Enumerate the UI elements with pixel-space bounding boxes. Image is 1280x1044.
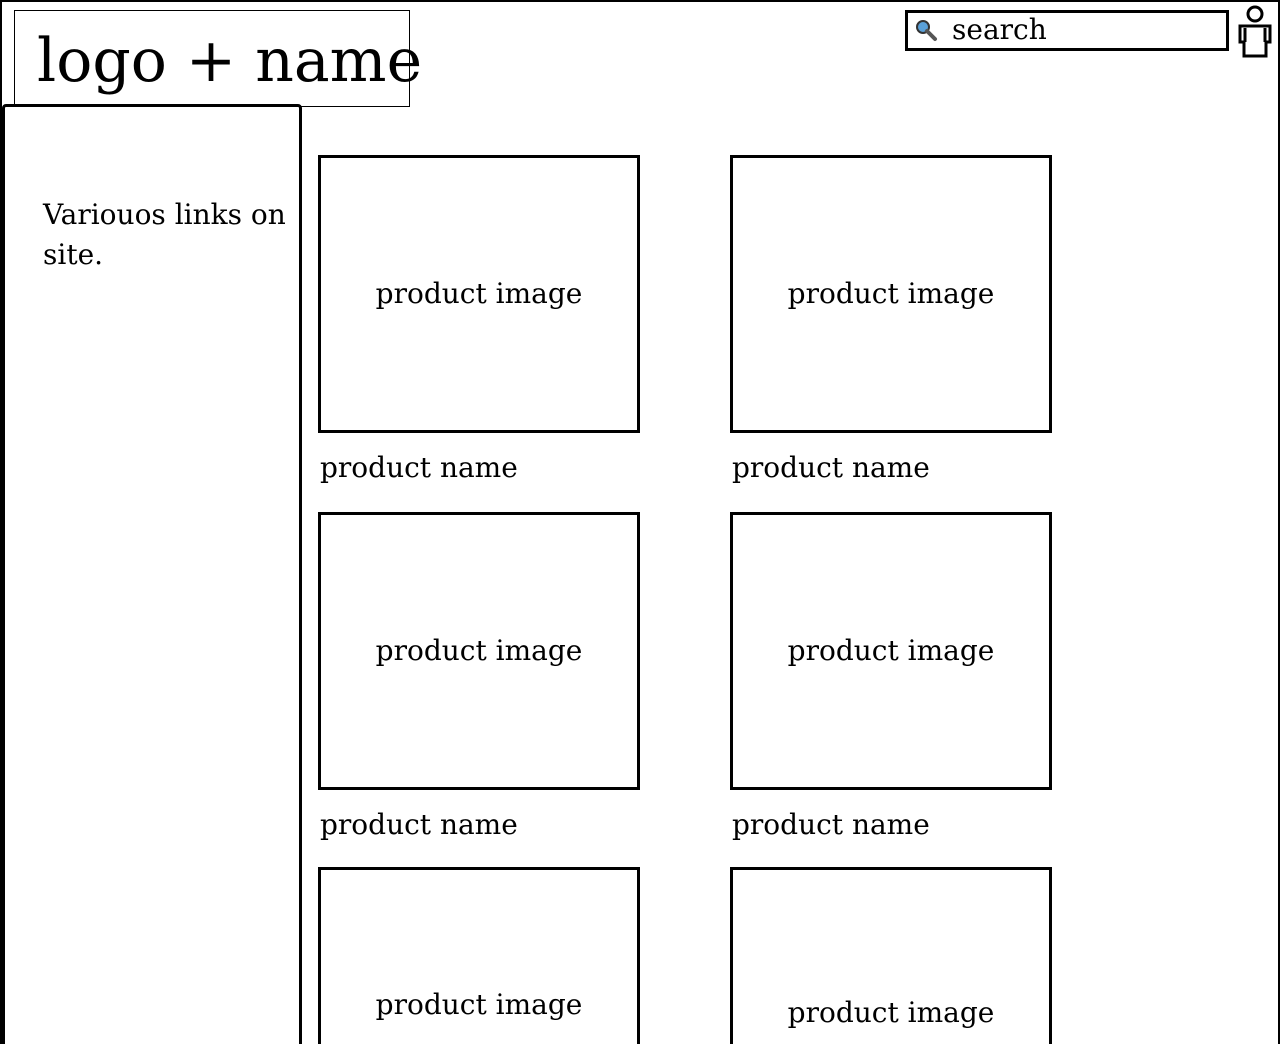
search-bar[interactable]: search xyxy=(905,10,1229,51)
search-input[interactable]: search xyxy=(952,13,1047,46)
product-card[interactable]: product image product name xyxy=(318,512,640,841)
product-image-label: product image xyxy=(787,277,995,310)
product-name[interactable]: product name xyxy=(320,808,518,841)
logo[interactable]: logo + name xyxy=(14,10,422,107)
product-image-label: product image xyxy=(787,634,995,667)
product-image-label: product image xyxy=(375,634,583,667)
user-icon[interactable] xyxy=(1232,4,1278,58)
product-image[interactable]: product image xyxy=(318,867,640,1044)
product-image-label: product image xyxy=(375,277,583,310)
product-image-label: product image xyxy=(375,988,583,1021)
logo-text: logo + name xyxy=(37,26,423,96)
product-image[interactable]: product image xyxy=(730,867,1052,1044)
product-card[interactable]: product image xyxy=(318,867,640,1044)
product-name[interactable]: product name xyxy=(320,451,518,484)
product-card[interactable]: product image product name xyxy=(318,155,640,484)
product-image[interactable]: product image xyxy=(730,155,1052,433)
product-name[interactable]: product name xyxy=(732,451,930,484)
product-card[interactable]: product image xyxy=(730,867,1052,1044)
product-image[interactable]: product image xyxy=(318,512,640,790)
product-name[interactable]: product name xyxy=(732,808,930,841)
product-image[interactable]: product image xyxy=(318,155,640,433)
sidebar: Variouos links on site. xyxy=(2,104,302,1044)
product-image-label: product image xyxy=(787,996,995,1029)
search-icon xyxy=(916,20,937,41)
product-image[interactable]: product image xyxy=(730,512,1052,790)
product-card[interactable]: product image product name xyxy=(730,155,1052,484)
product-card[interactable]: product image product name xyxy=(730,512,1052,841)
sidebar-links-text[interactable]: Variouos links on site. xyxy=(43,198,286,271)
